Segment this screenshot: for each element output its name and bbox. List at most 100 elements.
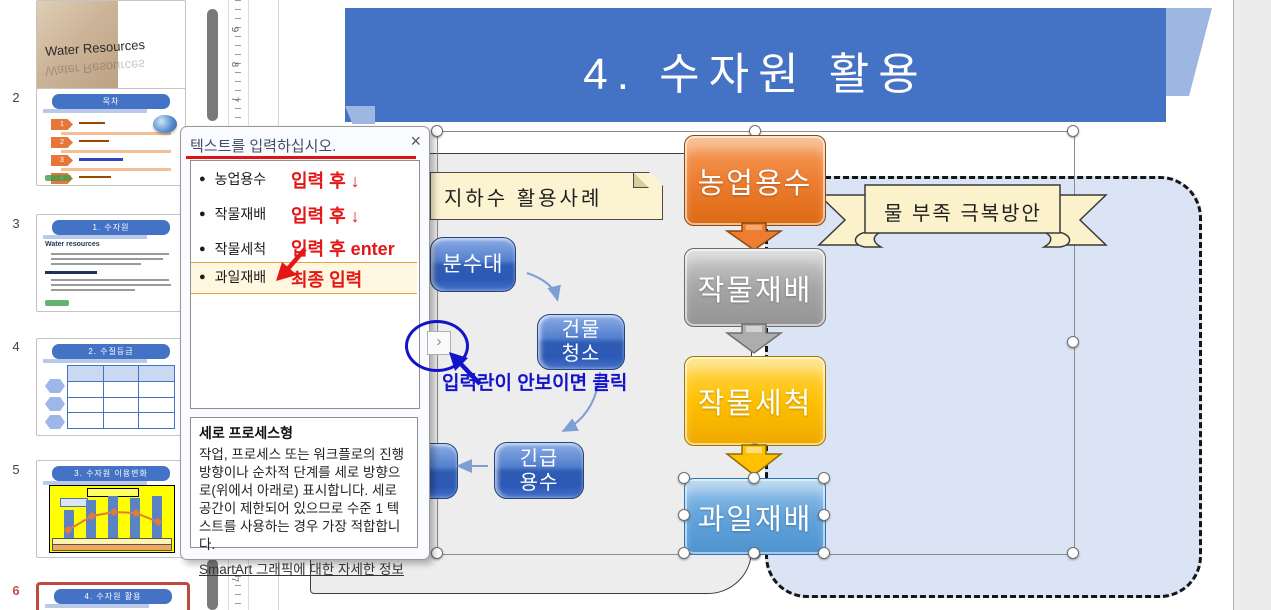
hexagon-chip	[45, 397, 65, 411]
table-placeholder	[67, 365, 175, 429]
shape-handle[interactable]	[678, 547, 690, 559]
header-accent	[42, 481, 147, 485]
connector-arrows	[456, 272, 601, 473]
logo-placeholder	[45, 300, 69, 306]
button-label: 건물	[561, 319, 601, 341]
text-placeholder-line	[79, 122, 105, 124]
text-placeholder-line	[51, 279, 169, 281]
annotation-expand-hint: 입력란이 안보이면 클릭	[442, 373, 628, 394]
bullet-icon: ●	[199, 173, 206, 185]
header-accent	[44, 604, 149, 608]
selection-handle[interactable]	[1067, 125, 1079, 137]
text-pane-title: 텍스트를 입력하십시오.	[190, 138, 337, 155]
thumbnail-subheading: Water resources	[45, 241, 100, 248]
flow-box-label: 작물재배	[697, 274, 813, 307]
text-placeholder-line	[51, 289, 135, 291]
slide-title[interactable]: 4. 수자원 활용	[583, 50, 928, 99]
hexagon-chip	[45, 415, 65, 429]
slide-thumbnail-pane: Water Resources Water Resources 2 목차 1 2…	[0, 0, 207, 610]
layout-description: 작업, 프로세스 또는 워크플로의 진행 방향이나 순차적 단계를 세로 방향으…	[199, 447, 405, 552]
thumbnail-slide-4[interactable]: 2. 수질등급	[36, 338, 186, 436]
layout-info-box: 세로 프로세스형 작업, 프로세스 또는 워크플로의 진행 방향이나 순차적 단…	[190, 417, 418, 577]
annotation-note-red: 입력 후 ↓	[291, 171, 360, 191]
scrollbar-thumb[interactable]	[207, 9, 218, 121]
layout-name: 세로 프로세스형	[199, 425, 294, 441]
flow-box-crop-cultivation[interactable]: 작물재배	[684, 248, 826, 327]
title-banner-accent-left	[345, 106, 375, 124]
chart-placeholder	[49, 485, 175, 553]
thumbnail-slide-3[interactable]: 1. 수자원 Water resources	[36, 214, 186, 312]
thumbnail-slide-6-selected[interactable]: 4. 수자원 활용	[36, 582, 190, 610]
down-arrow-orange	[724, 222, 784, 251]
flow-box-label: 과일재배	[697, 503, 813, 536]
text-placeholder-line	[51, 253, 169, 255]
thumbnail-slide-1[interactable]: Water Resources Water Resources	[36, 0, 186, 99]
toc-item-chip: 3	[51, 155, 73, 166]
thumbnail-slide-2[interactable]: 목차 1 2 3 4	[36, 88, 186, 186]
toc-item-chip: 2	[51, 137, 73, 148]
thumbnail-number: 2	[12, 90, 20, 105]
close-icon[interactable]: ×	[410, 131, 421, 151]
list-item-label: 작물재배	[214, 206, 267, 222]
list-item[interactable]: ● 작물재배	[199, 200, 266, 228]
use-button-emergency-water[interactable]: 긴급 용수	[494, 442, 584, 499]
slide-right-edge	[1233, 0, 1234, 610]
bullet-icon: ●	[199, 271, 206, 283]
button-label: 청소	[561, 343, 601, 365]
hexagon-chip	[45, 379, 65, 393]
bullet-icon: ●	[199, 243, 206, 255]
annotation-note-red: 입력 후 enter	[291, 239, 395, 259]
workspace-background	[1234, 0, 1271, 610]
shape-handle[interactable]	[748, 547, 760, 559]
toc-underline	[61, 150, 171, 153]
scrollbar-thumb-lower[interactable]	[207, 559, 218, 610]
text-placeholder-line	[51, 263, 141, 265]
header-accent	[42, 235, 147, 239]
flow-box-agricultural-water[interactable]: 농업용수	[684, 135, 826, 226]
shape-handle[interactable]	[818, 509, 830, 521]
selection-handle[interactable]	[431, 547, 443, 559]
thumbnail-slide-header: 2. 수질등급	[51, 344, 171, 359]
toc-link-placeholder	[79, 158, 123, 161]
use-button-building-cleaning[interactable]: 건물 청소	[537, 314, 625, 370]
selection-handle[interactable]	[1067, 547, 1079, 559]
header-accent	[42, 109, 147, 113]
selection-handle[interactable]	[1067, 336, 1079, 348]
list-item[interactable]: ● 농업용수	[199, 165, 266, 193]
shape-handle[interactable]	[818, 547, 830, 559]
ruler-number: 7	[229, 96, 241, 103]
flow-box-fruit-cultivation[interactable]: 과일재배	[684, 478, 826, 555]
list-item-label: 농업용수	[214, 171, 267, 187]
title-banner[interactable]	[345, 8, 1166, 122]
thumbnail-slide-header: 4. 수자원 활용	[53, 589, 173, 604]
list-item-selected[interactable]: ● 과일재배	[199, 263, 266, 291]
highlighted-row-background	[191, 262, 417, 294]
button-label: 긴급	[519, 447, 559, 470]
ribbon-banner-label: 물 부족 극복방안	[884, 203, 1042, 225]
toc-underline	[61, 132, 171, 135]
shape-handle[interactable]	[748, 472, 760, 484]
selection-handle[interactable]	[431, 125, 443, 137]
list-item[interactable]: ● 작물세척	[199, 235, 266, 263]
smartart-help-link[interactable]: SmartArt 그래픽에 대한 자세한 정보	[199, 562, 404, 577]
globe-clipart	[153, 115, 177, 133]
shape-handle[interactable]	[818, 472, 830, 484]
annotation-note-red: 최종 입력	[291, 270, 363, 290]
thumbnail-slide-5[interactable]: 3. 수자원 이용변화	[36, 460, 186, 558]
ribbon-banner-shape[interactable]	[815, 183, 1110, 253]
groundwater-banner-shape[interactable]	[430, 172, 663, 220]
title-banner-accent-right	[1166, 8, 1212, 96]
use-button-fountain[interactable]: 분수대	[430, 237, 516, 292]
slide-dashed-rounded-panel[interactable]	[765, 176, 1202, 598]
text-placeholder-line	[79, 140, 109, 142]
flow-box-label: 농업용수	[697, 167, 813, 200]
shape-handle[interactable]	[678, 509, 690, 521]
flow-box-crop-washing[interactable]: 작물세척	[684, 356, 826, 446]
text-pane-list[interactable]: ● 농업용수 ● 작물재배 ● 작물세척 ● 과일재배 입력 후 ↓ 입력 후 …	[190, 160, 420, 409]
thumbnail-image	[37, 1, 119, 98]
shape-handle[interactable]	[678, 472, 690, 484]
annotation-arrow-red	[276, 247, 307, 281]
annotation-circle	[405, 320, 469, 372]
header-accent	[42, 359, 147, 363]
toc-underline	[61, 168, 171, 171]
